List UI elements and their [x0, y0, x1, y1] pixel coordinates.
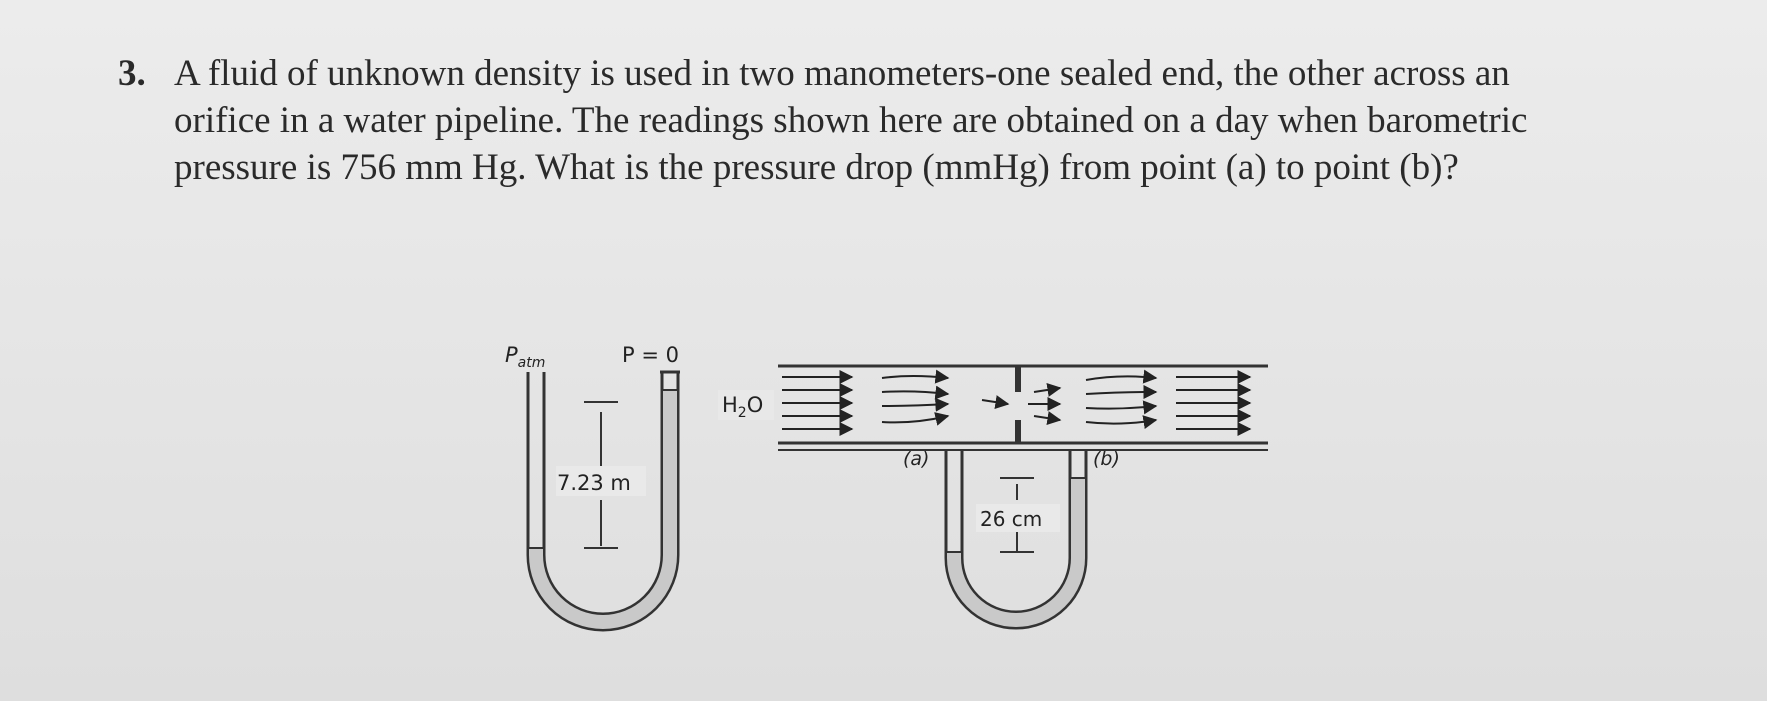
- left-manometer: [526, 370, 680, 632]
- water-pipeline: [778, 364, 1268, 451]
- fluid-label-bg: [718, 390, 774, 420]
- flow-arrows: [782, 369, 1252, 436]
- pipe-fluid-label: H2O: [722, 393, 763, 421]
- problem-line-3: pressure is 756 mm Hg. What is the press…: [174, 147, 1459, 188]
- left-height-label-bg: [556, 466, 646, 496]
- problem-line-2: orifice in a water pipeline. The reading…: [174, 100, 1528, 141]
- problem-number: 3.: [118, 53, 146, 94]
- left-manometer-liquid: [527, 389, 679, 631]
- problem-text: A fluid of unknown density is used in tw…: [174, 50, 1718, 191]
- left-open-end-label: Patm: [505, 343, 545, 371]
- problem-line-1: A fluid of unknown density is used in tw…: [174, 53, 1510, 94]
- left-sealed-end-label: P = 0: [622, 343, 679, 367]
- right-height-label-bg: [976, 504, 1060, 532]
- point-b-label: (b): [1093, 448, 1120, 470]
- problem-statement: 3. A fluid of unknown density is used in…: [118, 50, 1718, 191]
- point-a-label: (a): [903, 448, 929, 470]
- right-height-label: 26 cm: [980, 507, 1042, 531]
- left-height-label: 7.23 m: [557, 471, 631, 495]
- right-manometer-liquid: [945, 477, 1087, 629]
- right-manometer: [944, 450, 1088, 630]
